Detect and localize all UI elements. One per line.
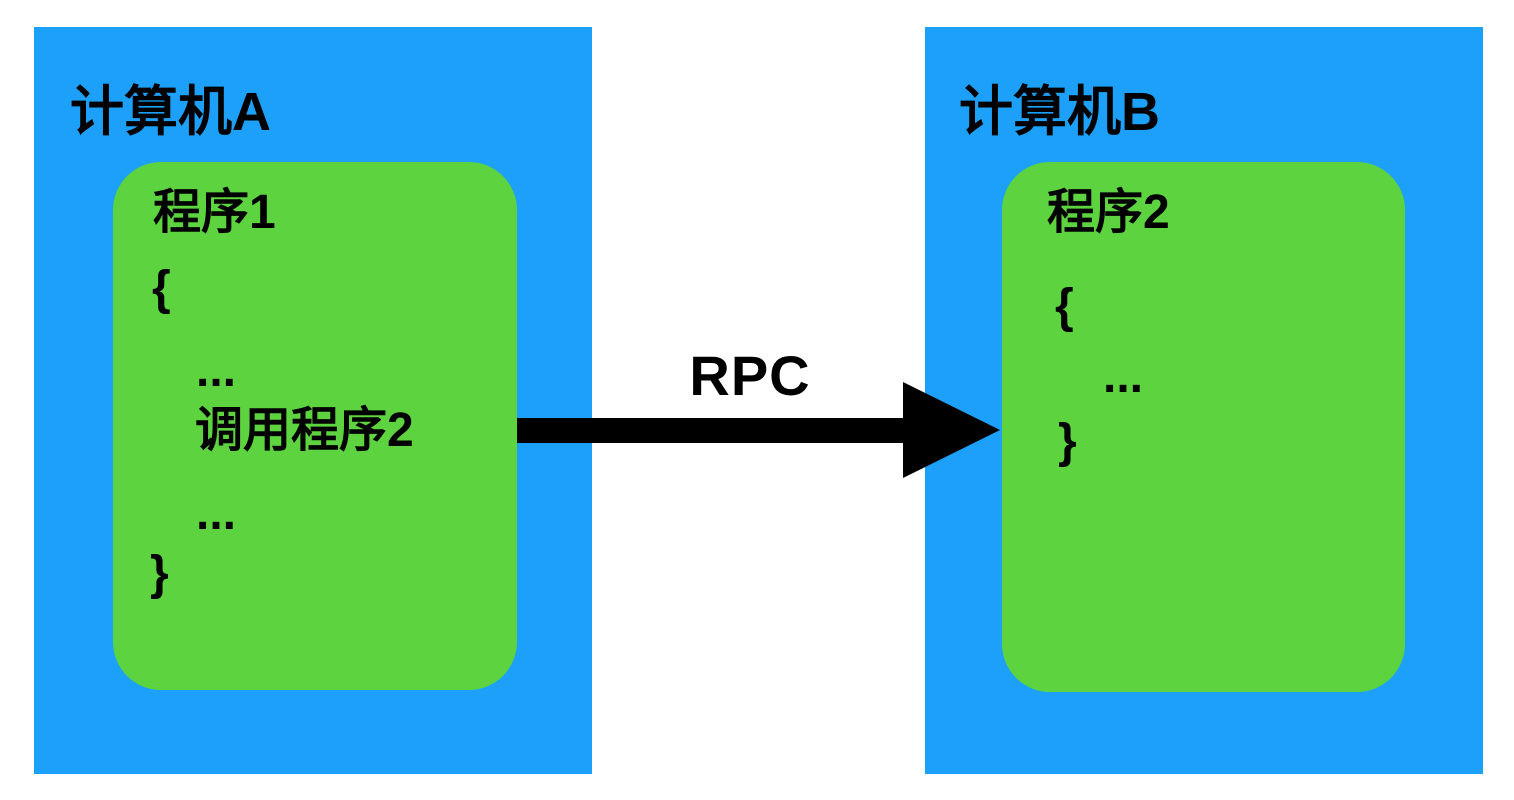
program-2-title: 程序2 [1047, 186, 1170, 239]
computer-a-label: 计算机A [70, 82, 271, 142]
program-2-ellipsis: ... [1103, 350, 1144, 403]
program-1-box: 程序1 { ... 调用程序2 ... } [113, 162, 517, 690]
program-2-brace-close: } [1058, 415, 1077, 468]
computer-a-box: 计算机A 程序1 { ... 调用程序2 ... } [34, 27, 592, 774]
program-1-brace-open: { [152, 262, 171, 315]
program-2-brace-open: { [1055, 280, 1074, 333]
program-1-title: 程序1 [153, 186, 276, 239]
program-1-ellipsis-2: ... [196, 487, 237, 540]
computer-b-box: 计算机B 程序2 { ... } [925, 27, 1483, 774]
program-1-call-line: 调用程序2 [195, 404, 414, 457]
computer-b-label: 计算机B [959, 82, 1160, 142]
program-1-ellipsis-1: ... [196, 344, 237, 397]
rpc-label: RPC [689, 344, 811, 407]
rpc-arrowhead-icon [903, 382, 1000, 478]
program-1-brace-close: } [150, 547, 169, 600]
rpc-arrow-shaft [517, 418, 912, 443]
program-2-box: 程序2 { ... } [1002, 162, 1405, 692]
